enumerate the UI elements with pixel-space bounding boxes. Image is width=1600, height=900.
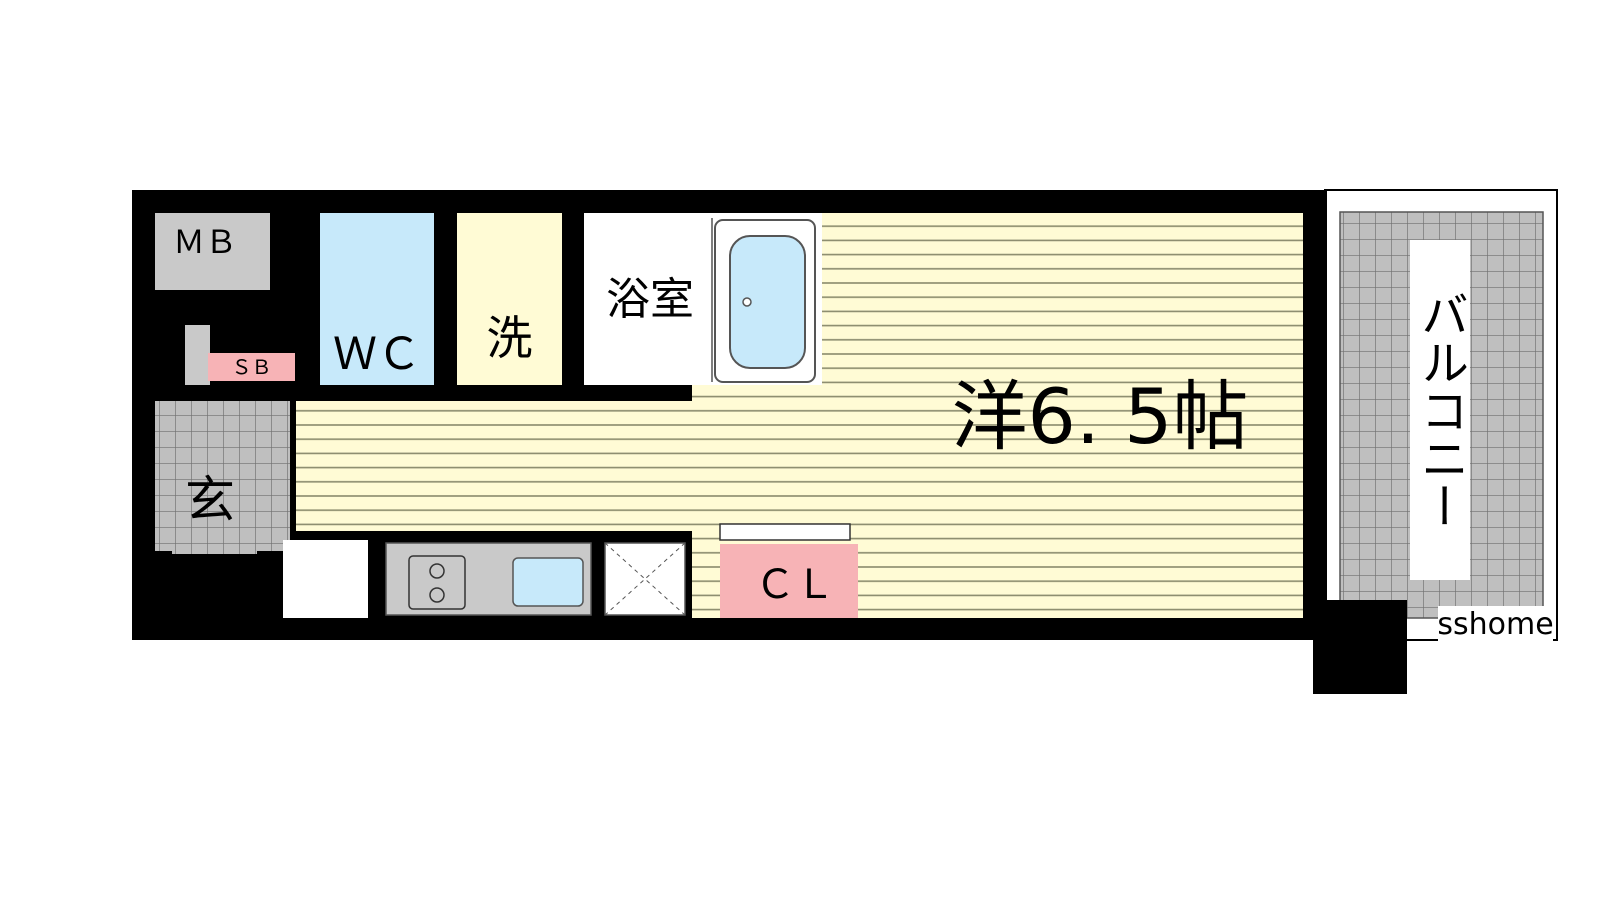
bathroom-label: 浴室	[606, 274, 694, 325]
entrance-label: 玄	[185, 471, 235, 529]
burner-icon-1	[429, 563, 445, 579]
mb-label-box	[155, 213, 255, 268]
entrance-step	[172, 520, 257, 554]
sb-label: ＳＢ	[231, 355, 272, 379]
washroom-label: 洗	[486, 311, 533, 365]
stove-icon	[408, 555, 466, 610]
closet-label: ＣＬ	[755, 562, 835, 608]
wall-block-bottom-right	[1313, 600, 1407, 694]
main-room-floor	[842, 213, 1303, 618]
wc-room	[320, 213, 434, 385]
kitchen-fridge-space	[283, 540, 368, 618]
mb-label: ＭＢ	[172, 223, 237, 261]
closet-rail	[719, 523, 851, 541]
closet-box	[720, 544, 858, 618]
mb-wall-stair	[155, 213, 293, 385]
sb-box	[208, 353, 295, 381]
sink-icon	[512, 557, 584, 607]
wc-label: ＷＣ	[333, 329, 421, 380]
washroom	[457, 213, 562, 385]
bath-tub-inner	[729, 235, 806, 369]
burner-icon-2	[429, 587, 445, 603]
bath-drain-icon	[742, 297, 752, 307]
main-room-label: 洋6. 5帖	[951, 372, 1249, 461]
watermark-text: sshome	[1437, 606, 1554, 644]
balcony-label: バルコニー	[1410, 240, 1470, 580]
